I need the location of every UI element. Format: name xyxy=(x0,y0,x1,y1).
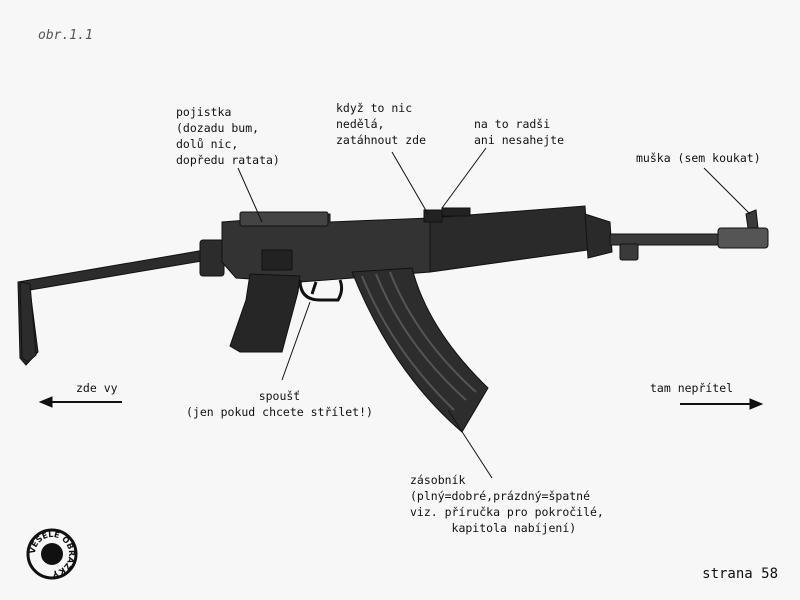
safety-label: pojistka (dozadu bum, dolů nic, dopředu … xyxy=(176,105,280,167)
rear-sight-label: na to radši ani nesahejte xyxy=(474,117,565,147)
rear-sight xyxy=(423,207,471,223)
left-arrow-icon xyxy=(38,396,122,408)
front-sight-label: muška (sem koukat) xyxy=(636,151,761,165)
stamp-logo: VESELÉ OBRÁZKY xyxy=(26,528,78,580)
you-here-label: zde vy xyxy=(76,381,118,395)
magazine-label: zásobník (plný=dobré,prázdný=špatné viz.… xyxy=(410,473,604,535)
figure-label: obr.1.1 xyxy=(38,28,93,43)
right-arrow-icon xyxy=(680,398,764,410)
trigger xyxy=(310,281,318,295)
page-number: strana 58 xyxy=(702,566,778,582)
folding-stock xyxy=(17,239,225,366)
leader-lines xyxy=(237,147,751,479)
trigger-label: spoušť (jen pokud chcete střílet!) xyxy=(186,389,373,419)
barrel xyxy=(609,209,769,261)
handguard xyxy=(429,205,613,273)
receiver xyxy=(221,211,431,283)
enemy-there-label: tam nepřítel xyxy=(650,381,734,395)
charging-handle-label: když to nic nedělá, zatáhnout zde xyxy=(336,101,427,147)
trigger-guard xyxy=(298,279,344,302)
pistol-grip xyxy=(229,273,301,353)
